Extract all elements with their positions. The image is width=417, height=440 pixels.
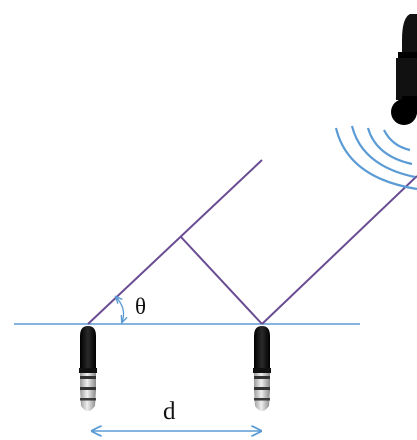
microphone-icon bbox=[253, 326, 271, 411]
angle-arc bbox=[116, 297, 124, 322]
ray-right bbox=[261, 175, 417, 325]
sound-wave-icon bbox=[334, 125, 417, 191]
spacing-label: d bbox=[163, 398, 176, 425]
sound-source-speaker-icon bbox=[391, 14, 417, 125]
path-difference-line bbox=[180, 236, 263, 325]
ray-left bbox=[87, 159, 263, 325]
microphone-icon bbox=[79, 326, 97, 411]
angle-label: θ bbox=[135, 294, 146, 319]
